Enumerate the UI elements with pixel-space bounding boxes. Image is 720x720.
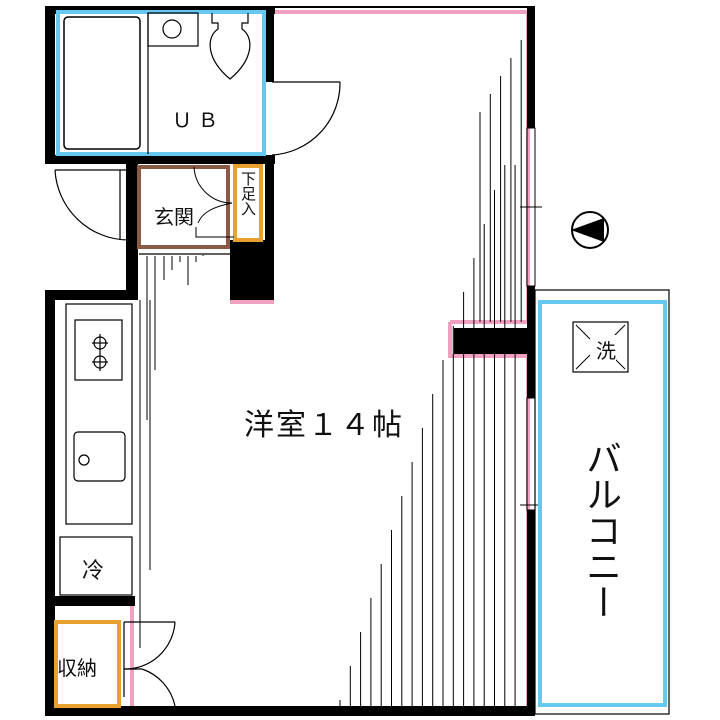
balcony-label: バルコニー: [580, 440, 621, 620]
toilet: [209, 13, 251, 80]
fridge-label: 冷: [82, 559, 105, 584]
walls: [45, 6, 535, 716]
washer-label: 洗: [596, 335, 616, 364]
stove: [74, 319, 123, 381]
western-room-label: 洋室１４帖: [244, 408, 404, 443]
entrance-area: [137, 164, 263, 255]
bathtub: [63, 16, 141, 150]
unit-bath-label: ＵＢ: [172, 108, 224, 132]
shoe-box: [233, 164, 263, 242]
entrance-label: 玄関: [154, 205, 194, 229]
shoe-box-label: 下足入: [239, 171, 257, 216]
storage-label: 収納: [57, 656, 97, 680]
bath-door[interactable]: [271, 81, 341, 156]
fridge-space: [59, 536, 133, 596]
front-door[interactable]: [54, 169, 129, 241]
unit-bath: [56, 10, 266, 156]
floor-hatching: [139, 40, 522, 706]
compass-icon: [571, 211, 609, 249]
storage-door: [123, 621, 176, 707]
washbasin: [147, 12, 199, 47]
storage: [54, 620, 176, 708]
kitchen: [59, 303, 133, 596]
sink: [73, 431, 126, 482]
